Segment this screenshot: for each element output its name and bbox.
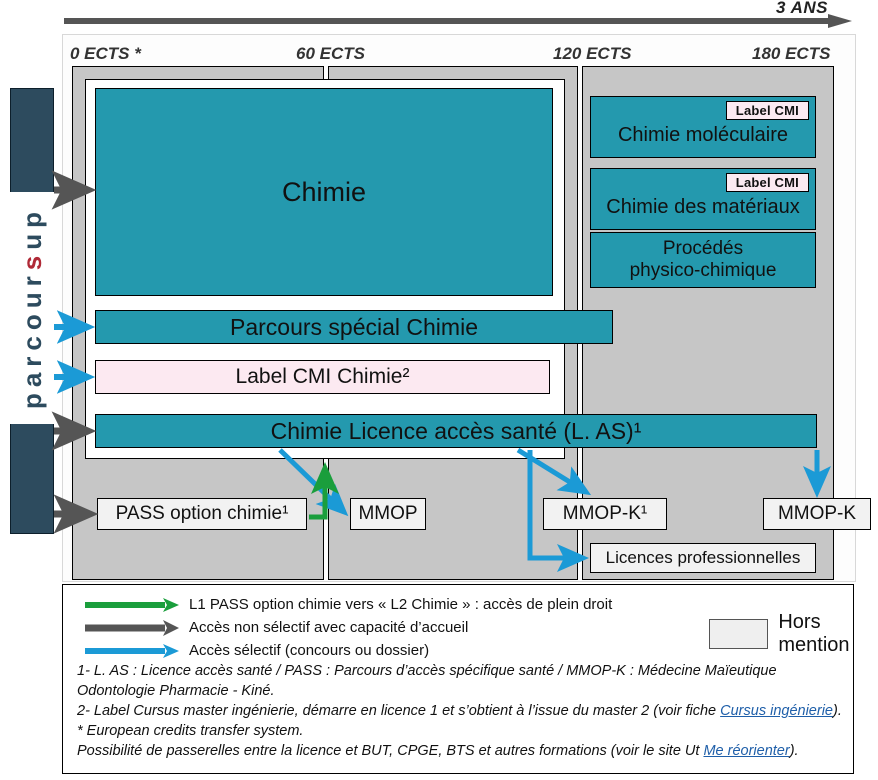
box-licences-professionnelles[interactable]: Licences professionnelles: [590, 543, 816, 573]
box-mmop-k1-label: MMOP-K¹: [562, 503, 648, 524]
program-parcours-special-label: Parcours spécial Chimie: [230, 313, 478, 340]
parcoursup-slab-bottom: [10, 418, 54, 534]
box-pass-option-chimie[interactable]: PASS option chimie¹: [97, 498, 307, 530]
legend-arrow-green-icon: [85, 597, 179, 612]
legend-item: Accès sélectif (concours ou dossier): [79, 639, 639, 662]
label-cmi-badge: Label CMI: [725, 173, 809, 192]
timeline-arrow: 3 ANS: [64, 0, 854, 28]
program-label-cmi-chimie[interactable]: Label CMI Chimie²: [95, 360, 550, 394]
program-chimie-label: Chimie: [281, 176, 367, 207]
legend-label-plein-droit: L1 PASS option chimie vers « L2 Chimie »…: [189, 596, 613, 613]
note-4-before: Possibilité de passerelles entre la lice…: [77, 743, 704, 759]
label-cmi-badge: Label CMI: [725, 101, 809, 120]
legend-item: L1 PASS option chimie vers « L2 Chimie »…: [79, 593, 639, 616]
legend-arrow-blue-icon: [85, 643, 179, 658]
parcoursup-logo: parcoursup: [10, 88, 54, 534]
parcoursup-wordmark: parcoursup: [10, 192, 54, 424]
specialisation-procedes-physico-chimique[interactable]: Procédés physico-chimique: [590, 232, 816, 288]
box-mmop-k1[interactable]: MMOP-K¹: [543, 498, 667, 530]
specialisation-procedes-line2: physico-chimique: [629, 260, 777, 281]
box-mmop[interactable]: MMOP: [350, 498, 426, 530]
ects-label-0: 0 ECTS *: [70, 44, 141, 63]
note-1: 1- L. AS : Licence accès santé / PASS : …: [77, 663, 777, 699]
note-2-before: 2- Label Cursus master ingénierie, démar…: [77, 703, 721, 719]
program-chimie[interactable]: Chimie: [95, 88, 553, 296]
box-mmop-k-label: MMOP-K: [777, 503, 857, 524]
box-licences-professionnelles-label: Licences professionnelles: [605, 548, 801, 567]
link-cursus-ingenierie[interactable]: Cursus ingénierie: [720, 703, 833, 719]
specialisation-procedes-line1: Procédés: [662, 238, 744, 260]
box-mmop-k[interactable]: MMOP-K: [763, 498, 871, 530]
legend-label-selectif: Accès sélectif (concours ou dossier): [189, 642, 430, 659]
note-2: 2- Label Cursus master ingénierie, démar…: [77, 701, 847, 721]
parcoursup-word-accent: s: [16, 250, 47, 271]
link-me-reorienter[interactable]: Me réorienter: [703, 743, 790, 759]
legend-rows: L1 PASS option chimie vers « L2 Chimie »…: [79, 593, 639, 662]
parcoursup-word-part1: parcour: [16, 270, 47, 410]
ects-label-60: 60 ECTS: [296, 44, 365, 63]
legend-panel: L1 PASS option chimie vers « L2 Chimie »…: [62, 584, 854, 774]
note-2-after: ).: [832, 703, 842, 719]
note-3: * European credits transfer system.: [77, 723, 304, 739]
note-4: Possibilité de passerelles entre la lice…: [77, 741, 847, 761]
timeline-arrowhead-icon: [828, 14, 852, 28]
specialisation-chimie-materiaux[interactable]: Label CMI Chimie des matériaux: [590, 168, 816, 230]
specialisation-chimie-moleculaire-label: Chimie moléculaire: [617, 123, 789, 146]
legend-arrow-grey-icon: [85, 619, 179, 636]
legend-notes: 1- L. AS : Licence accès santé / PASS : …: [77, 661, 847, 761]
specialisation-chimie-moleculaire[interactable]: Label CMI Chimie moléculaire: [590, 96, 816, 158]
legend-label-non-selectif: Accès non sélectif avec capacité d’accue…: [189, 619, 469, 636]
legend-hors-mention: Hors mention: [709, 611, 868, 657]
program-licence-acces-sante[interactable]: Chimie Licence accès santé (L. AS)¹: [95, 414, 817, 448]
program-licence-acces-sante-label: Chimie Licence accès santé (L. AS)¹: [270, 417, 642, 444]
parcoursup-slab-top: [10, 88, 54, 198]
timeline-duration-label: 3 ANS: [776, 0, 828, 17]
box-mmop-label: MMOP: [358, 503, 418, 524]
program-parcours-special[interactable]: Parcours spécial Chimie: [95, 310, 613, 344]
timeline-bar: [64, 18, 834, 24]
parcoursup-word-part2: up: [16, 206, 47, 251]
specialisation-chimie-materiaux-label: Chimie des matériaux: [606, 195, 800, 218]
ects-label-120: 120 ECTS: [553, 44, 632, 63]
ects-label-180: 180 ECTS: [752, 44, 831, 63]
legend-item: Accès non sélectif avec capacité d’accue…: [79, 616, 639, 639]
hors-mention-label: Hors mention: [778, 611, 850, 656]
note-4-after: ).: [789, 743, 799, 759]
hors-mention-swatch: [709, 619, 769, 649]
box-pass-option-chimie-label: PASS option chimie¹: [115, 503, 289, 524]
program-label-cmi-chimie-label: Label CMI Chimie²: [235, 365, 410, 388]
